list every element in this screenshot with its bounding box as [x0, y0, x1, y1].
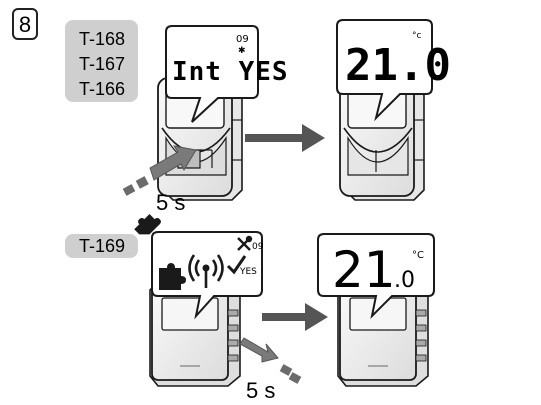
display-temperature-top: 21.0	[345, 40, 451, 91]
check-icon	[226, 255, 247, 275]
press-duration-bottom: 5 s	[246, 378, 275, 403]
display-temperature-decimal: .0	[394, 268, 415, 293]
right-arrow-bottom	[262, 303, 328, 331]
step-number-badge: 8	[12, 8, 38, 40]
display-confirm-text: YES	[239, 267, 257, 277]
display-bubble-bottom-before: 09 YES	[134, 214, 264, 320]
model-label-group-top: T-168 T-167 T-166	[65, 20, 138, 102]
model-label-t167: T-167	[79, 54, 125, 74]
model-label-group-bottom: T-169	[65, 234, 138, 258]
display-bubble-top-after: 21.0 °c	[336, 19, 451, 122]
display-bubble-top-before: Int YES 09 ✱	[165, 25, 289, 123]
display-unit-top: °c	[412, 31, 422, 41]
display-small-number: 09	[252, 242, 264, 252]
display-unit-bottom: °C	[412, 250, 424, 261]
puzzle-icon	[134, 214, 186, 290]
model-label-t169: T-169	[79, 236, 125, 256]
thermostat-device-bottom-after	[337, 279, 429, 387]
wireless-signal-icon	[188, 254, 224, 288]
display-temperature-integer: 21	[332, 241, 396, 299]
press-indicator-top: 5 s	[122, 145, 197, 215]
thermostat-device-bottom-before	[149, 279, 241, 387]
display-small-number: 09	[236, 34, 249, 45]
wrench-icon	[237, 235, 253, 251]
snowflake-icon: ✱	[238, 46, 246, 56]
model-label-t166: T-166	[79, 79, 125, 99]
press-indicator-bottom: 5 s	[239, 337, 302, 403]
press-duration-top: 5 s	[156, 190, 185, 215]
right-arrow-top	[245, 124, 325, 152]
thermostat-device-top-after	[339, 77, 425, 201]
model-label-t168: T-168	[79, 29, 125, 49]
step-number: 8	[19, 12, 31, 37]
display-bubble-bottom-after: 21 .0 °C	[317, 233, 435, 320]
display-text-int-yes: Int YES	[172, 57, 289, 87]
